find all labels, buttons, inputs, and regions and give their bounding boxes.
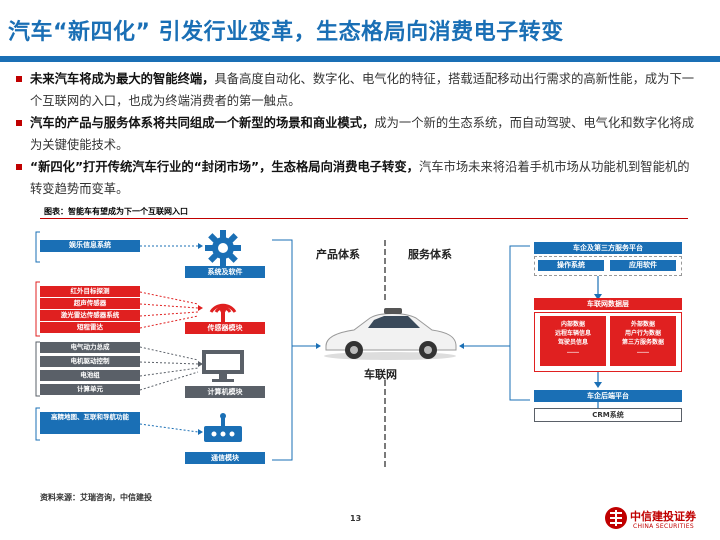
car-network-label: 车联网 xyxy=(364,368,397,381)
platform-header: 车企及第三方服务平台 xyxy=(534,242,682,254)
service-system-label: 服务体系 xyxy=(408,248,452,261)
platform-label: 车企及第三方服务平台 xyxy=(573,244,643,252)
bullet-square-icon xyxy=(16,120,22,126)
backend-label: 车企后端平台 xyxy=(587,392,629,400)
bullet-text: 具备高度自动化、数字化、电气化的特征，搭载适配移动出行需求的高新性能，成为下一个… xyxy=(30,72,695,108)
product-system-label: 产品体系 xyxy=(316,248,360,261)
info-system-box: 娱乐信息系统 xyxy=(40,240,140,252)
external-data-box: 外部数据 用户行为数据 第三方服务数据 …… xyxy=(610,316,676,366)
os-box: 操作系统 xyxy=(538,260,604,271)
module-label-sensor: 传感器模块 xyxy=(185,322,265,334)
company-logo-icon xyxy=(605,507,627,529)
internal-data-line: 内部数据 xyxy=(560,321,585,328)
bullet-item: 汽车的产品与服务体系将共同组成一个新型的场景和商业模式，成为一个新的生态系统，而… xyxy=(16,112,698,156)
figure-rule xyxy=(40,218,688,219)
external-data-line: 第三方服务数据 xyxy=(621,339,664,346)
external-data-line: 用户行为数据 xyxy=(624,330,661,337)
compute-item: 电气动力总成 xyxy=(40,342,140,353)
internal-data-line: 远程车辆信息 xyxy=(554,330,591,337)
car-icon xyxy=(324,308,457,360)
sensor-item: 激光雷达传感器系统 xyxy=(40,310,140,321)
sensor-item: 短程雷达 xyxy=(40,322,140,333)
bullet-list: 未来汽车将成为最大的智能终端，具备高度自动化、数字化、电气化的特征，搭载适配移动… xyxy=(16,68,698,200)
bullet-square-icon xyxy=(16,76,22,82)
data-layer-frame xyxy=(534,312,682,372)
bullet-bold: 汽车的产品与服务体系将共同组成一个新型的场景和商业模式， xyxy=(30,116,375,130)
crm-box: CRM系统 xyxy=(534,408,682,422)
external-data-line: 外部数据 xyxy=(630,321,655,328)
page-number: 13 xyxy=(350,514,362,523)
bullet-item: “新四化”打开传统汽车行业的“封闭市场”，生态格局向消费电子转变，汽车市场未来将… xyxy=(16,156,698,200)
module-label-software: 系统及软件 xyxy=(185,266,265,278)
sensor-item: 红外目标探测 xyxy=(40,286,140,297)
internal-data-line: …… xyxy=(567,348,579,355)
map-nav-box: 高精地图、互联和导航功能 xyxy=(40,412,140,434)
internal-data-line: 驾驶员信息 xyxy=(557,339,588,346)
bullet-bold: “新四化”打开传统汽车行业的“封闭市场”，生态格局向消费电子转变， xyxy=(30,160,419,174)
company-name-cn: 中信建投证券 xyxy=(630,510,696,523)
compute-item: 计算单元 xyxy=(40,384,140,395)
antenna-signal-icon xyxy=(209,303,237,324)
company-name-en: CHINA SECURITIES xyxy=(633,523,694,530)
bullet-bold: 未来汽车将成为最大的智能终端， xyxy=(30,72,215,86)
sensor-item: 超声传感器 xyxy=(40,298,140,309)
module-label-computer: 计算机模块 xyxy=(185,386,265,398)
router-icon xyxy=(204,413,242,442)
bullet-text: 汽车市场未来将沿着手机市场从功能机到智能机的转变趋势而变革。 xyxy=(30,160,690,196)
backend-header: 车企后端平台 xyxy=(534,390,682,402)
title-rule xyxy=(0,56,720,62)
data-layer-label: 车联网数据层 xyxy=(587,300,629,308)
gear-icon xyxy=(205,230,241,266)
title-bar xyxy=(0,0,720,62)
bullet-square-icon xyxy=(16,164,22,170)
data-layer-header: 车联网数据层 xyxy=(534,298,682,310)
internal-data-box: 内部数据 远程车辆信息 驾驶员信息 …… xyxy=(540,316,606,366)
source-note: 资料来源：艾瑞咨询，中信建投 xyxy=(40,493,152,502)
external-data-line: …… xyxy=(637,348,649,355)
monitor-icon xyxy=(202,350,244,382)
figure-caption: 图表：智能车有望成为下一个互联网入口 xyxy=(44,207,188,216)
app-software-box: 应用软件 xyxy=(610,260,676,271)
bullet-item: 未来汽车将成为最大的智能终端，具备高度自动化、数字化、电气化的特征，搭载适配移动… xyxy=(16,68,698,112)
module-label-comm: 通信模块 xyxy=(185,452,265,464)
compute-item: 电机驱动控制 xyxy=(40,356,140,367)
page-title: 汽车“新四化” 引发行业变革，生态格局向消费电子转变 xyxy=(8,20,564,45)
bullet-text: 成为一个新的生态系统，而自动驾驶、电气化和数字化将成为关键使能技术。 xyxy=(30,116,695,152)
platform-items-frame xyxy=(534,256,682,276)
compute-item: 电池组 xyxy=(40,370,140,381)
